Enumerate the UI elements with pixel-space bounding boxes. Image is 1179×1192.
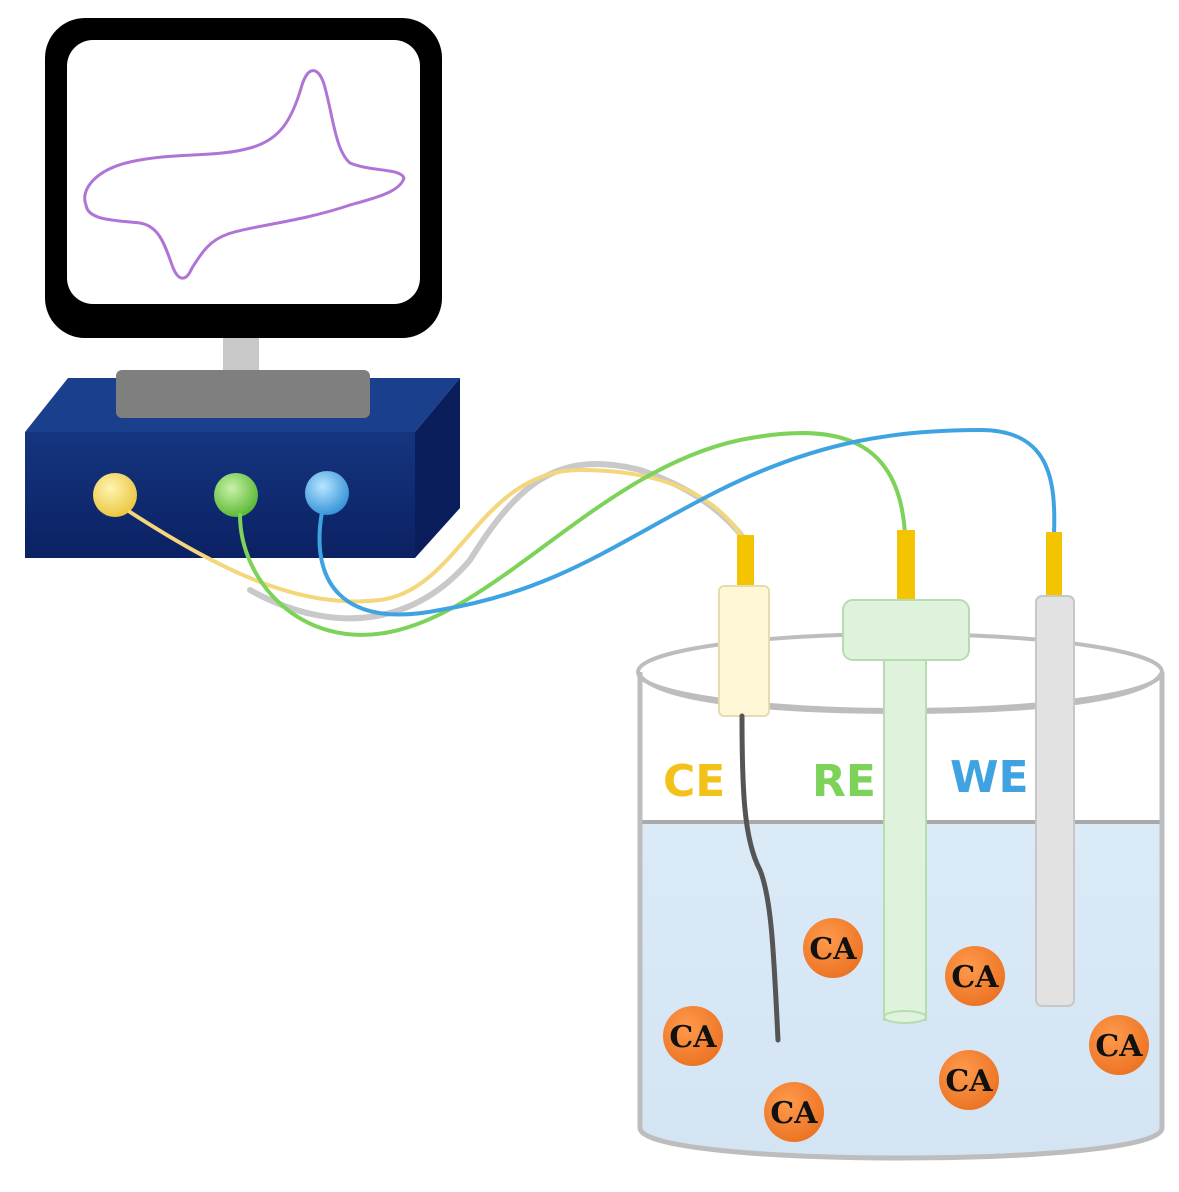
analyte-molecule: CA bbox=[663, 1006, 723, 1066]
counter-electrode bbox=[718, 535, 781, 1043]
re-terminal-knob bbox=[214, 473, 258, 517]
monitor-screen bbox=[67, 40, 420, 304]
ce-label: CE bbox=[663, 756, 725, 807]
ce-cable[interactable] bbox=[128, 467, 746, 604]
we-body bbox=[1035, 595, 1075, 1007]
analyte-molecule: CA bbox=[939, 1050, 999, 1110]
reference-electrode bbox=[842, 530, 970, 1024]
re-cap bbox=[842, 599, 970, 661]
we-terminal-knob bbox=[305, 471, 349, 515]
ce-holder bbox=[718, 585, 770, 717]
working-electrode bbox=[1035, 532, 1075, 1007]
we-cable[interactable] bbox=[317, 427, 1057, 617]
analyte-label: CA bbox=[669, 1020, 717, 1055]
we-connector bbox=[1046, 532, 1062, 602]
analyte-label: CA bbox=[1095, 1029, 1143, 1064]
re-tip bbox=[883, 1010, 927, 1024]
analyte-label: CA bbox=[770, 1096, 818, 1131]
analyte-molecule: CA bbox=[1089, 1015, 1149, 1075]
re-body bbox=[883, 649, 927, 1021]
analyte-label: CA bbox=[809, 932, 857, 967]
potentiostat-display-panel bbox=[116, 370, 370, 418]
cables bbox=[128, 427, 1057, 637]
ce-wire bbox=[739, 713, 781, 1043]
ce-terminal-knob bbox=[93, 473, 137, 517]
analyte-label: CA bbox=[951, 960, 999, 995]
beaker-walls bbox=[637, 672, 1165, 1161]
analyte-molecule: CA bbox=[764, 1082, 824, 1142]
analyte-molecule: CA bbox=[803, 918, 863, 978]
re-connector bbox=[897, 530, 915, 605]
we-label: WE bbox=[950, 752, 1029, 803]
analyte-molecule-icon: CA CA CA CA CA CA bbox=[663, 918, 1149, 1142]
analyte-molecule: CA bbox=[945, 946, 1005, 1006]
monitor-icon bbox=[45, 18, 442, 375]
analyte-label: CA bbox=[945, 1064, 993, 1099]
potentiostat-icon bbox=[25, 370, 460, 558]
cyclic-voltammogram-curve bbox=[83, 69, 406, 280]
potentiostat-side-face bbox=[415, 378, 460, 558]
ce-connector bbox=[737, 535, 754, 590]
re-label: RE bbox=[812, 756, 876, 807]
